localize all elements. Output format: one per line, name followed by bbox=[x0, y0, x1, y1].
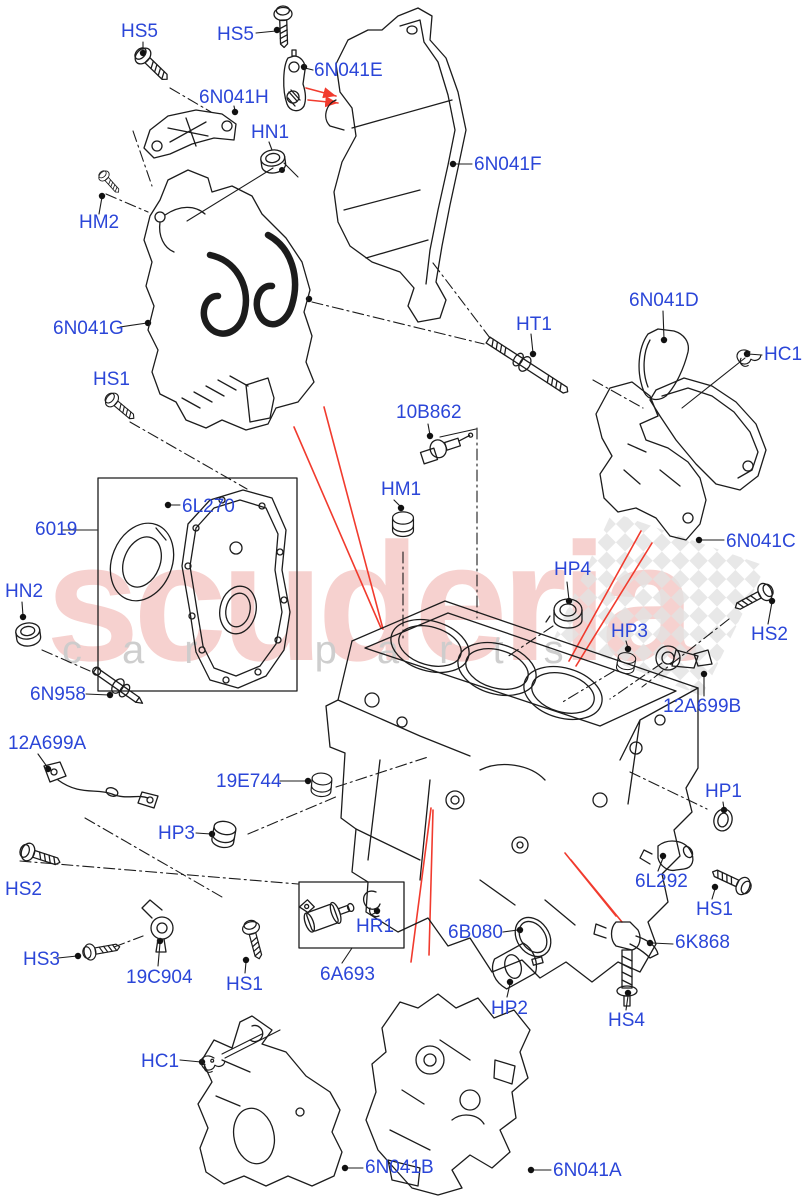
part-label-hm1-15[interactable]: HM1 bbox=[381, 479, 422, 500]
part-label-6k868-30[interactable]: 6K868 bbox=[675, 932, 730, 953]
drawing-plug-hp2 bbox=[491, 942, 544, 990]
part-label-hs4-38[interactable]: HS4 bbox=[608, 1010, 645, 1031]
drawing-bracket-6n041e bbox=[283, 49, 307, 112]
part-label-6n041g-7[interactable]: 6N041G bbox=[53, 318, 124, 339]
drawing-housing-6n041a bbox=[365, 993, 531, 1196]
part-label-6l270-14[interactable]: 6L270 bbox=[182, 496, 235, 517]
drawing-bracket-6n041c bbox=[595, 377, 767, 541]
part-label-hm2-5[interactable]: HM2 bbox=[79, 212, 120, 233]
drawing-sensor-12a699b bbox=[655, 645, 713, 671]
watermark-checker-band bbox=[554, 512, 766, 696]
part-label-12a699b-21[interactable]: 12A699B bbox=[663, 696, 742, 717]
part-label-hs2-20[interactable]: HS2 bbox=[751, 624, 788, 645]
part-label-ht1-8[interactable]: HT1 bbox=[516, 314, 552, 335]
part-label-6n041h-3[interactable]: 6N041H bbox=[199, 87, 269, 108]
part-label-hs5-0[interactable]: HS5 bbox=[121, 21, 158, 42]
part-label-19e744-24[interactable]: 19E744 bbox=[216, 771, 282, 792]
part-label-hp4-18[interactable]: HP4 bbox=[554, 559, 591, 580]
drawing-bolt-hs4 bbox=[616, 949, 638, 1007]
part-label-hn1-4[interactable]: HN1 bbox=[251, 122, 290, 143]
part-label-6b080-36[interactable]: 6B080 bbox=[448, 922, 503, 943]
part-label-6n041a-41[interactable]: 6N041A bbox=[553, 1160, 622, 1181]
part-label-hs2-27[interactable]: HS2 bbox=[5, 879, 42, 900]
part-label-hs1-33[interactable]: HS1 bbox=[226, 974, 263, 995]
part-label-12a699a-23[interactable]: 12A699A bbox=[8, 733, 87, 754]
drawing-shield-6n041d bbox=[638, 328, 690, 401]
drawing-oring-hp1 bbox=[713, 808, 733, 832]
leader-dots bbox=[19, 26, 776, 1174]
part-label-6n041c-16[interactable]: 6N041C bbox=[726, 531, 796, 552]
part-label-6n041f-6[interactable]: 6N041F bbox=[474, 154, 542, 175]
part-label-hp3-19[interactable]: HP3 bbox=[611, 621, 648, 642]
part-label-6l292-28[interactable]: 6L292 bbox=[635, 871, 688, 892]
drawing-timing-cover-plate bbox=[181, 489, 291, 689]
drawing-sensor-10b862 bbox=[419, 432, 474, 465]
part-label-6n041e-2[interactable]: 6N041E bbox=[314, 60, 383, 81]
part-label-6a693-34[interactable]: 6A693 bbox=[320, 964, 375, 985]
drawing-shield-6n041f bbox=[325, 7, 467, 323]
drawing-shield-6n041b bbox=[197, 1015, 343, 1187]
drawing-stud-ht1 bbox=[485, 336, 569, 394]
drawing-pipe-6l292 bbox=[639, 840, 694, 872]
drawing-shield-6n041g bbox=[143, 169, 315, 431]
part-label-hp3-26[interactable]: HP3 bbox=[158, 823, 195, 844]
drawing-bushing-hp4 bbox=[545, 598, 583, 629]
drawing-engine-block bbox=[325, 600, 699, 983]
drawing-solenoid-6a693 bbox=[298, 899, 355, 933]
part-label-hn2-17[interactable]: HN2 bbox=[5, 581, 44, 602]
part-label-6n041b-40[interactable]: 6N041B bbox=[365, 1157, 434, 1178]
part-label-10b862-12[interactable]: 10B862 bbox=[396, 402, 462, 423]
part-label-hs1-29[interactable]: HS1 bbox=[696, 899, 733, 920]
part-label-6n041d-9[interactable]: 6N041D bbox=[629, 290, 699, 311]
drawing-sensor-19c904 bbox=[141, 899, 174, 953]
part-label-19c904-32[interactable]: 19C904 bbox=[126, 967, 193, 988]
highlight-lines bbox=[293, 87, 653, 963]
part-label-hc1-39[interactable]: HC1 bbox=[141, 1051, 180, 1072]
drawing-shaft-6n958 bbox=[91, 666, 144, 704]
part-label-hp2-37[interactable]: HP2 bbox=[491, 998, 528, 1019]
drawing-clip-hr1 bbox=[362, 890, 381, 918]
drawing-bracket-6n041h bbox=[143, 109, 237, 159]
part-label-hc1-10[interactable]: HC1 bbox=[764, 344, 803, 365]
part-label-hs1-11[interactable]: HS1 bbox=[93, 369, 130, 390]
part-label-6019-13[interactable]: 6019 bbox=[35, 519, 78, 540]
part-label-6n958-22[interactable]: 6N958 bbox=[30, 684, 86, 705]
part-label-hr1-35[interactable]: HR1 bbox=[356, 916, 395, 937]
part-label-hs5-1[interactable]: HS5 bbox=[217, 24, 254, 45]
drawing-sensor-12a699a bbox=[43, 761, 159, 809]
part-label-hp1-25[interactable]: HP1 bbox=[705, 781, 742, 802]
drawing-seal-6019 bbox=[109, 522, 175, 602]
part-label-hs3-31[interactable]: HS3 bbox=[23, 949, 60, 970]
